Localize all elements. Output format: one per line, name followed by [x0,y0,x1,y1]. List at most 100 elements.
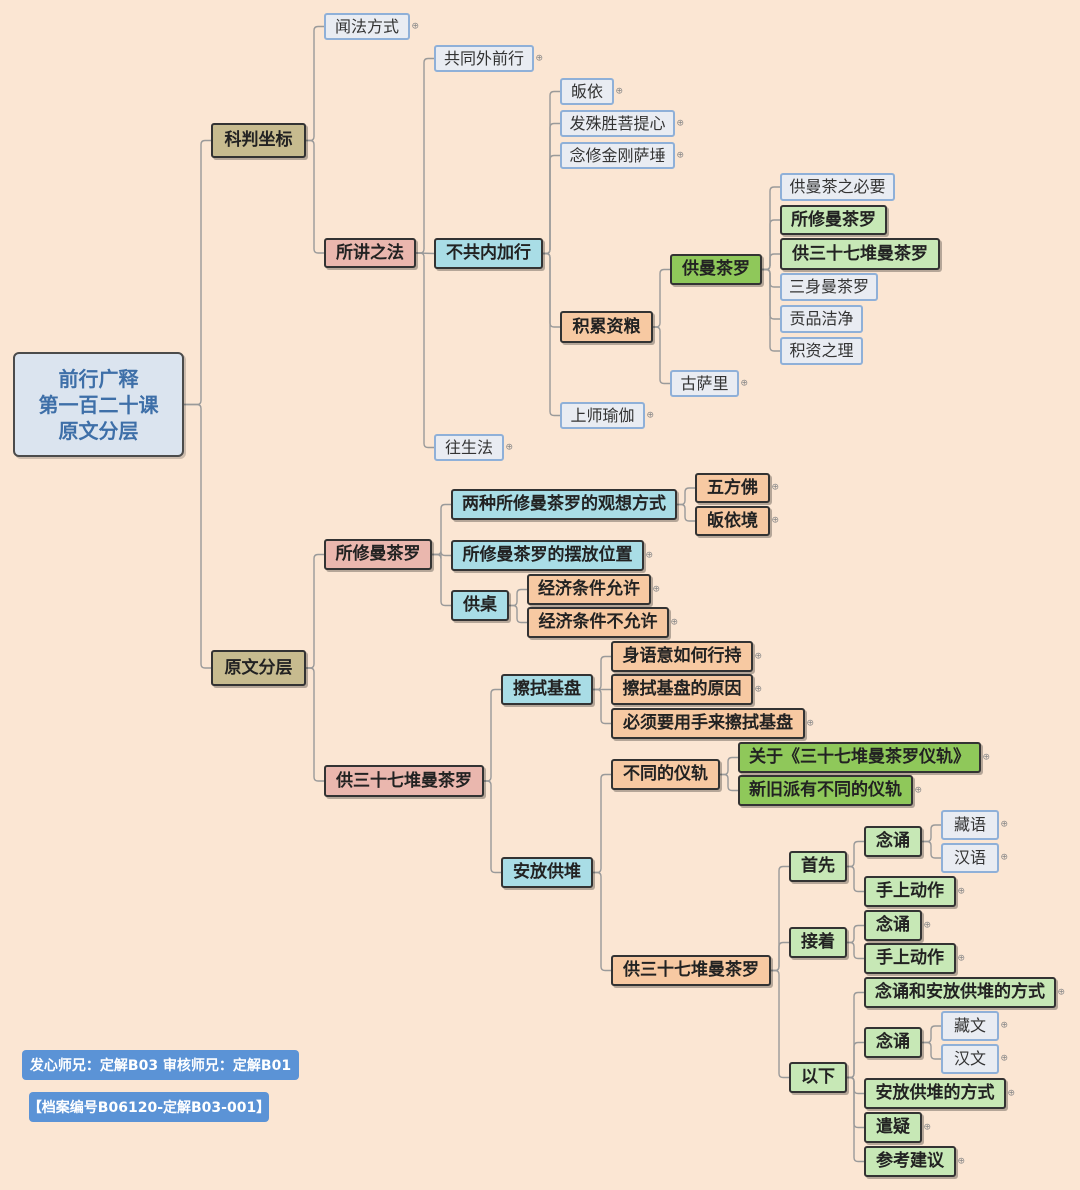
topic-label: 古萨里 [680,373,729,393]
topic-zangwen[interactable]: 藏文⊕ [941,1011,1008,1041]
connector-suoxiu2-liangzhong [432,503,451,556]
topic-sanshen[interactable]: 三身曼茶罗 [780,273,878,301]
topic-bugong[interactable]: 不共内加行 [434,238,543,269]
topic-shenyu[interactable]: 身语意如何行持⊕ [611,641,762,672]
connector-gong_mcl-bixu [762,186,780,271]
expand-plus-icon[interactable]: ⊕ [957,953,965,963]
topic-anfang[interactable]: 安放供堆 [501,857,593,888]
expand-plus-icon[interactable]: ⊕ [411,21,419,31]
root-topic[interactable]: 前行广释 第一百二十课 原文分层 [13,352,184,457]
expand-plus-icon[interactable]: ⊕ [1000,1020,1008,1031]
topic-guiyi[interactable]: 皈依 ⊕ [560,78,623,105]
topic-suoxiu2[interactable]: 所修曼茶罗 [324,539,432,570]
topic-shangshi[interactable]: 上师瑜伽⊕ [560,402,654,429]
expand-plus-icon[interactable]: ⊕ [535,53,543,63]
expand-plus-icon[interactable]: ⊕ [923,1122,931,1132]
topic-yiyi[interactable]: 遣疑⊕ [864,1112,931,1143]
expand-plus-icon[interactable]: ⊕ [754,651,762,661]
expand-plus-icon[interactable]: ⊕ [914,785,922,795]
topic-yixia[interactable]: 以下 [789,1062,847,1093]
topic-hanyu[interactable]: 汉语⊕ [941,843,1008,873]
topic-wufang[interactable]: 五方佛⊕ [695,473,779,503]
topic-gusali[interactable]: 古萨里 ⊕ [670,370,748,397]
expand-plus-icon[interactable]: ⊕ [670,617,678,627]
expand-plus-icon[interactable]: ⊕ [771,482,779,493]
topic-gong-mcl[interactable]: 供曼茶罗 [670,254,762,285]
expand-plus-icon[interactable]: ⊕ [645,550,653,560]
expand-plus-icon[interactable]: ⊕ [652,584,660,594]
expand-plus-icon[interactable]: ⊕ [676,118,684,128]
topic-gong37b[interactable]: 供三十七堆曼茶罗 [324,765,484,797]
expand-plus-icon[interactable]: ⊕ [1057,987,1065,997]
topic-shouxian[interactable]: 首先 [789,851,847,882]
expand-plus-icon[interactable]: ⊕ [957,886,965,896]
topic-label: 念诵和安放供堆的方式 [875,982,1045,1002]
topic-jingji-yes[interactable]: 经济条件允许⊕ [527,574,660,605]
topic-jingang[interactable]: 念修金刚萨埵⊕ [560,142,684,169]
topic-butong[interactable]: 不同的仪轨 [611,759,720,790]
topic-niansong1[interactable]: 念诵 [864,826,922,857]
topic-hanwen[interactable]: 汉文 ⊕ [941,1044,1008,1074]
topic-faputi[interactable]: 发殊胜菩提心⊕ [560,110,684,137]
topic-shou2[interactable]: 手上动作⊕ [864,943,965,974]
topic-label: 汉文 [953,1049,986,1068]
topic-gongtong[interactable]: 共同外前行⊕ [434,45,543,72]
topic-label: 所修曼茶罗的摆放位置 [462,545,633,565]
topic-anfangfs[interactable]: 安放供堆的方式⊕ [864,1078,1015,1109]
topic-label: 参考建议 [876,1151,944,1171]
topic-yuanwen[interactable]: 原文分层 [211,650,306,686]
expand-plus-icon[interactable]: ⊕ [982,752,990,762]
topic-niansong2[interactable]: 念诵⊕ [864,910,931,941]
topic-label: 经济条件不允许 [538,612,658,632]
topic-label: 皈依 [570,81,603,101]
connector-bugong-shangshi [543,252,560,417]
topic-zangyu[interactable]: 藏语⊕ [941,810,1008,840]
topic-shou1[interactable]: 手上动作⊕ [864,876,965,907]
topic-niansong3[interactable]: 念诵 [864,1027,922,1058]
topic-guiyijing[interactable]: 皈依境⊕ [695,506,779,536]
topic-jiezhe[interactable]: 接着 [789,927,847,958]
topic-bixu[interactable]: 供曼茶之必要 [780,173,895,201]
topic-kepan[interactable]: 科判坐标 [211,123,306,158]
expand-plus-icon[interactable]: ⊕ [957,1156,965,1166]
connector-bugong-jingang [543,154,560,255]
expand-plus-icon[interactable]: ⊕ [676,150,684,160]
connector-gong37c-yixia [771,969,789,1079]
topic-suojiang[interactable]: 所讲之法 [324,238,416,268]
topic-jingji-no[interactable]: 经济条件不允许 ⊕ [527,607,678,638]
topic-xinjiu[interactable]: 新旧派有不同的仪轨⊕ [738,775,922,806]
topic-label: 擦拭基盘 [513,679,581,699]
topic-baifang[interactable]: 所修曼茶罗的摆放位置 ⊕ [451,540,653,571]
expand-plus-icon[interactable]: ⊕ [923,920,931,930]
topic-label: 必须要用手来擦拭基盘 [623,713,793,733]
expand-plus-icon[interactable]: ⊕ [1000,852,1008,863]
expand-plus-icon[interactable]: ⊕ [740,378,748,388]
topic-gong37c[interactable]: 供三十七堆曼茶罗 [611,955,771,986]
expand-plus-icon[interactable]: ⊕ [646,410,654,420]
topic-wangsheng[interactable]: 往生法⊕ [434,434,513,461]
topic-wenfa[interactable]: 闻法方式⊕ [324,13,419,40]
topic-jilei[interactable]: 积累资粮 [560,311,653,343]
expand-plus-icon[interactable]: ⊕ [505,442,513,452]
topic-cashi[interactable]: 擦拭基盘 [501,674,593,705]
expand-plus-icon[interactable]: ⊕ [1000,1053,1008,1064]
topic-cankao[interactable]: 参考建议 ⊕ [864,1146,965,1177]
connector-niansong3-zangwen [922,1025,941,1044]
topic-gong37[interactable]: 供三十七堆曼茶罗 [780,238,940,270]
expand-plus-icon[interactable]: ⊕ [806,718,814,728]
topic-bixushou[interactable]: 必须要用手来擦拭基盘 ⊕ [611,708,814,739]
topic-liangzhong[interactable]: 两种所修曼茶罗的观想方式 [451,489,677,520]
topic-yuanyin[interactable]: 擦拭基盘的原因⊕ [611,674,762,705]
expand-plus-icon[interactable]: ⊕ [1000,819,1008,830]
topic-suoxiu-mcl[interactable]: 所修曼茶罗 [780,205,887,235]
topic-gongpin[interactable]: 贡品洁净 [780,305,863,333]
expand-plus-icon[interactable]: ⊕ [771,515,779,526]
expand-plus-icon[interactable]: ⊕ [1007,1088,1015,1098]
topic-jizi[interactable]: 积资之理 [780,337,863,365]
expand-plus-icon[interactable]: ⊕ [754,684,762,694]
topic-guanyu[interactable]: 关于《三十七堆曼茶罗仪轨》⊕ [738,742,990,773]
topic-nianfang[interactable]: 念诵和安放供堆的方式 ⊕ [864,977,1065,1008]
topic-gongzhuo[interactable]: 供桌 [451,590,509,621]
expand-plus-icon[interactable]: ⊕ [615,86,623,96]
topic-label: 供三十七堆曼茶罗 [792,243,928,264]
